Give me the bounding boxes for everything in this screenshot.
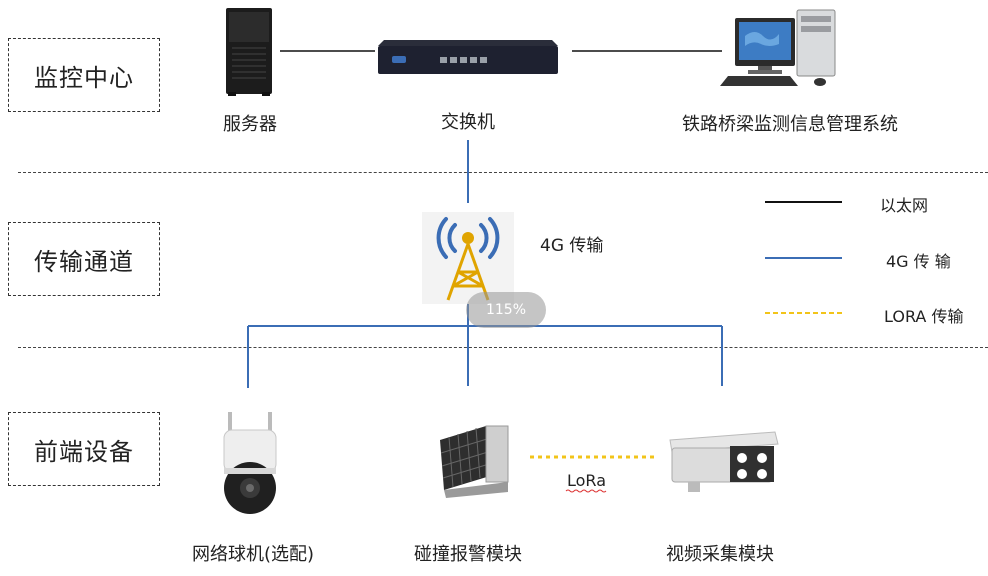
tower-caption: 4G 传输: [540, 236, 604, 256]
server-caption: 服务器: [223, 114, 277, 135]
legend-ethernet-label: 以太网: [880, 196, 929, 215]
video-module-caption: 视频采集模块: [666, 544, 774, 565]
switch-caption: 交换机: [441, 112, 495, 133]
server-icon: [226, 8, 272, 96]
lora-underline: [565, 489, 607, 493]
legend-lora-label: LORA 传输: [884, 307, 964, 326]
zone-monitoring-center: 监控中心: [8, 38, 160, 112]
desktop-pc-icon: [720, 9, 836, 86]
system-caption: 铁路桥梁监测信息管理系统: [682, 114, 898, 135]
separator-top: [18, 172, 988, 173]
zone-transmission-channel: 传输通道: [8, 222, 160, 296]
switch-icon: [378, 40, 558, 74]
collision-module-caption: 碰撞报警模块: [414, 544, 522, 565]
separator-bottom: [18, 347, 988, 348]
tower-icon: [422, 212, 514, 304]
dome-camera-icon: [223, 412, 277, 514]
dome-camera-caption: 网络球机(选配): [191, 544, 315, 565]
zone-frontend-devices: 前端设备: [8, 412, 160, 486]
lora-link-caption: LoRa: [567, 471, 606, 490]
legend-g4-label: 4G 传 输: [886, 252, 951, 271]
video-module-icon: [669, 431, 779, 492]
collision-module-icon: [440, 425, 509, 498]
zoom-level-badge[interactable]: 115%: [466, 292, 546, 328]
